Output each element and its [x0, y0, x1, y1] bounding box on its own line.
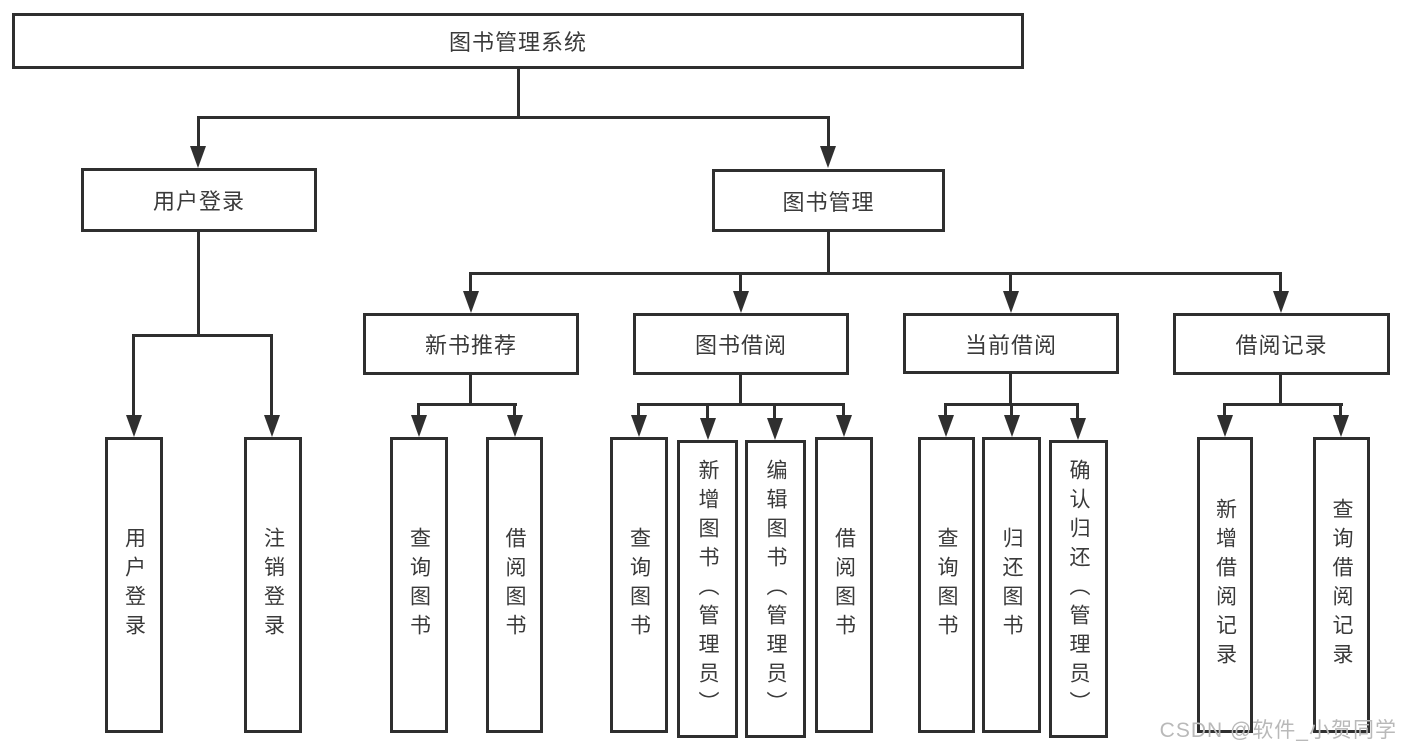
edge-line	[469, 375, 472, 406]
edge-line	[637, 403, 640, 419]
node-new-book-recommend: 新书推荐	[363, 313, 579, 375]
edge-arrowhead-icon	[836, 415, 852, 437]
edge-line	[132, 334, 273, 337]
edge-arrowhead-icon	[1004, 415, 1020, 437]
edge-arrowhead-icon	[507, 415, 523, 437]
edge-line	[1279, 375, 1282, 406]
edge-line	[944, 403, 947, 419]
edge-arrowhead-icon	[1273, 291, 1289, 313]
edge-arrowhead-icon	[767, 418, 783, 440]
edge-line	[1223, 403, 1343, 406]
edge-arrowhead-icon	[700, 418, 716, 440]
edge-line	[1279, 272, 1282, 294]
leaf-confirm-return-admin: 确认归还（管理员）	[1049, 440, 1108, 738]
edge-line	[637, 403, 845, 406]
edge-line	[197, 116, 830, 119]
edge-line	[739, 272, 742, 294]
edge-arrowhead-icon	[1003, 291, 1019, 313]
edge-line	[132, 334, 135, 420]
leaf-add-books-admin: 新增图书（管理员）	[677, 440, 738, 738]
node-root: 图书管理系统	[12, 13, 1024, 69]
leaf-query-borrowing-record: 查询借阅记录	[1313, 437, 1370, 733]
edge-line	[739, 375, 742, 406]
edge-line	[773, 403, 776, 422]
edge-line	[417, 403, 517, 406]
edge-arrowhead-icon	[733, 291, 749, 313]
edge-arrowhead-icon	[1217, 415, 1233, 437]
edge-line	[417, 403, 420, 419]
edge-line	[197, 232, 200, 337]
leaf-query-books-current: 查询图书	[918, 437, 975, 733]
edge-line	[270, 334, 273, 420]
node-borrowing-records: 借阅记录	[1173, 313, 1390, 375]
edge-line	[1010, 403, 1013, 419]
edge-line	[1009, 374, 1012, 406]
edge-line	[513, 403, 516, 419]
edge-line	[1223, 403, 1226, 419]
edge-line	[197, 116, 200, 152]
edge-arrowhead-icon	[820, 146, 836, 168]
leaf-add-borrowing-record: 新增借阅记录	[1197, 437, 1253, 733]
leaf-query-books-recommend: 查询图书	[390, 437, 448, 733]
edge-line	[827, 116, 830, 152]
edge-line	[1009, 272, 1012, 294]
leaf-logout: 注销登录	[244, 437, 302, 733]
edge-line	[469, 272, 1282, 275]
leaf-edit-books-admin: 编辑图书（管理员）	[745, 440, 806, 738]
node-book-borrowing: 图书借阅	[633, 313, 849, 375]
watermark: CSDN @软件_小贺同学	[1159, 719, 1397, 742]
leaf-borrow-books-recommend: 借阅图书	[486, 437, 543, 733]
leaf-user-login: 用户登录	[105, 437, 163, 733]
edge-line	[469, 272, 472, 294]
edge-arrowhead-icon	[411, 415, 427, 437]
edge-line	[1339, 403, 1342, 419]
edge-line	[1076, 403, 1079, 422]
node-book-management: 图书管理	[712, 169, 945, 232]
edge-arrowhead-icon	[1333, 415, 1349, 437]
node-current-borrowing: 当前借阅	[903, 313, 1119, 374]
leaf-return-books: 归还图书	[982, 437, 1041, 733]
edge-arrowhead-icon	[631, 415, 647, 437]
edge-arrowhead-icon	[938, 415, 954, 437]
leaf-borrow-books-borrowing: 借阅图书	[815, 437, 873, 733]
edge-line	[706, 403, 709, 422]
edge-line	[517, 69, 520, 117]
node-user-login: 用户登录	[81, 168, 317, 232]
edge-arrowhead-icon	[1070, 418, 1086, 440]
leaf-query-books-borrowing: 查询图书	[610, 437, 668, 733]
edge-arrowhead-icon	[264, 415, 280, 437]
edge-arrowhead-icon	[126, 415, 142, 437]
edge-arrowhead-icon	[190, 146, 206, 168]
edge-line	[842, 403, 845, 419]
edge-line	[827, 232, 830, 274]
edge-arrowhead-icon	[463, 291, 479, 313]
